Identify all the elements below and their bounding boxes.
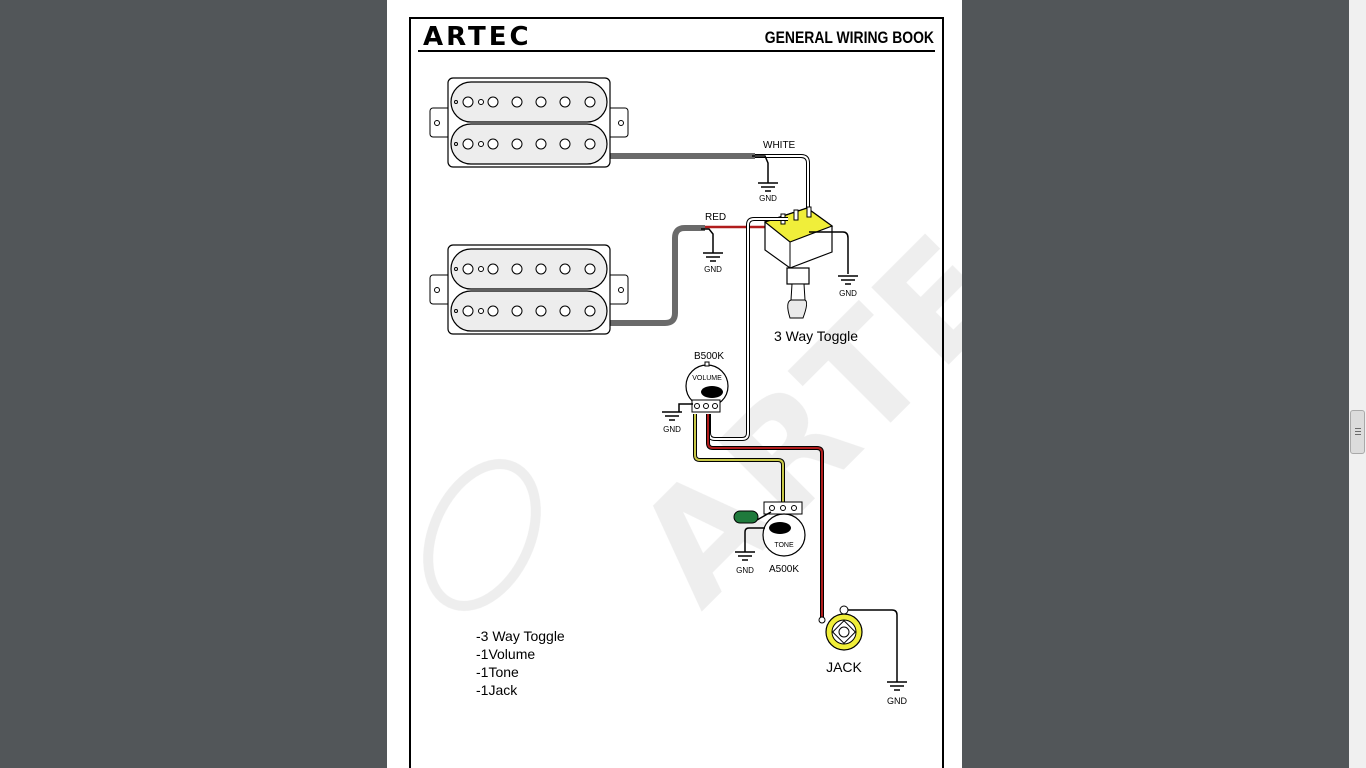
jack-label: JACK (826, 659, 862, 675)
tone-potentiometer (762, 501, 806, 557)
ground-icon (887, 681, 907, 691)
gnd-label: GND (663, 425, 681, 434)
ground-icon (703, 252, 723, 262)
page-frame (409, 17, 944, 768)
parts-list: -3 Way Toggle -1Volume -1Tone -1Jack (476, 628, 565, 698)
ground-icon (662, 411, 682, 421)
ground-icon (735, 551, 755, 561)
red-wire-label: RED (705, 212, 726, 223)
parts-list-item: -1Tone (476, 664, 519, 680)
gnd-label: GND (736, 566, 754, 575)
parts-list-item: -1Volume (476, 646, 535, 662)
volume-name-label: VOLUME (692, 375, 722, 382)
parts-list-item: -1Jack (476, 682, 518, 698)
watermark-guitar-icon (423, 459, 541, 611)
gnd-label: GND (759, 194, 777, 203)
bridge-humbucker-pickup (429, 244, 629, 335)
tone-name-label: TONE (774, 542, 794, 549)
tone-value-label: A500K (769, 564, 799, 575)
watermark-text: ARTEC (604, 122, 962, 637)
white-wire (755, 154, 810, 212)
scrollbar-thumb[interactable] (1350, 410, 1365, 454)
watermark: ARTEC (423, 122, 962, 638)
pdf-page: ARTEC GENERAL WIRING BOOK ARTEC (387, 0, 962, 768)
gnd-label: GND (704, 265, 722, 274)
white-wire-label: WHITE (763, 140, 796, 151)
ground-icon (838, 275, 858, 285)
ground-icon (758, 182, 778, 192)
gnd-label: GND (839, 289, 857, 298)
wiring-diagram: ARTEC GENERAL WIRING BOOK ARTEC (409, 17, 962, 768)
three-way-toggle-switch (763, 206, 834, 319)
brand-logo: ARTEC (423, 22, 532, 52)
bridge-pickup-cable (609, 225, 705, 326)
volume-value-label: B500K (694, 351, 724, 362)
gnd-label: GND (887, 696, 908, 706)
toggle-label: 3 Way Toggle (774, 328, 858, 344)
book-title: GENERAL WIRING BOOK (765, 29, 935, 48)
vertical-scrollbar[interactable] (1349, 0, 1366, 768)
volume-potentiometer (685, 361, 729, 413)
parts-list-item: -3 Way Toggle (476, 628, 565, 644)
tone-capacitor-icon (733, 510, 772, 524)
output-jack (818, 605, 863, 651)
neck-humbucker-pickup (429, 77, 629, 168)
